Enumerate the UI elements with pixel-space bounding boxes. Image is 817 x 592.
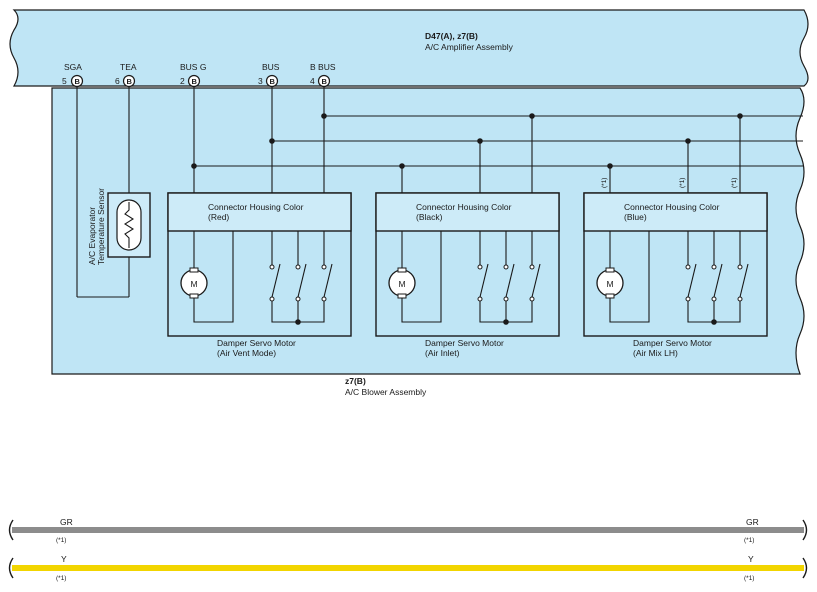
housing-color: (Black) (416, 212, 443, 222)
note-mark: (*1) (601, 178, 608, 188)
housing-label: Connector Housing Color (208, 202, 304, 212)
wire-gr: GR (*1) GR (*1) (8, 517, 808, 544)
motor-letter: M (191, 279, 198, 289)
bus-lines (194, 115, 803, 167)
wire-y: Y (*1) Y (*1) (8, 554, 808, 582)
motor-sub: (Air Inlet) (425, 348, 460, 358)
blower-connector: z7(B) (345, 376, 366, 386)
terminal-circle (187, 74, 201, 88)
wire-note-right: (*1) (744, 537, 754, 544)
wire-code-right: Y (748, 554, 754, 564)
pin-terminals: 5 B 6 B 2 B 3 B 4 B (62, 74, 331, 88)
terminal-letter: B (75, 77, 81, 86)
sensor-label-line2: Temperature Sensor (96, 188, 106, 265)
servo-motor-air-inlet: Connector Housing Color (Black) M Damper… (375, 192, 560, 358)
housing-label: Connector Housing Color (416, 202, 512, 212)
housing-color: (Red) (208, 212, 229, 222)
motor-letter: M (399, 279, 406, 289)
terminal-letter: B (270, 77, 276, 86)
wire-code-right: GR (746, 517, 759, 527)
junction-dots (191, 113, 743, 169)
housing-label: Connector Housing Color (624, 202, 720, 212)
note-mark: (*1) (679, 178, 686, 188)
servo-motor-air-vent-mode: Connector Housing Color (Red) M Damper S… (167, 192, 352, 358)
sensor-label-line1: A/C Evaporator (87, 207, 97, 265)
motor-name: Damper Servo Motor (633, 338, 712, 348)
pin-number: 4 (310, 76, 315, 86)
pin-label-bus: BUS (262, 62, 280, 72)
pin-number: 3 (258, 76, 263, 86)
terminal-circle (265, 74, 279, 88)
temperature-sensor: A/C Evaporator Temperature Sensor (77, 188, 151, 298)
amplifier-panel (9, 9, 809, 87)
wire-code-left: Y (61, 554, 67, 564)
pin-label-tea: TEA (120, 62, 137, 72)
housing-color: (Blue) (624, 212, 647, 222)
pin-label-b-bus: B BUS (310, 62, 336, 72)
terminal-letter: B (322, 77, 328, 86)
pin-labels: SGA TEA BUS G BUS B BUS (64, 62, 336, 72)
wire-note-right: (*1) (744, 575, 754, 582)
motor-name: Damper Servo Motor (217, 338, 296, 348)
pin-label-bus-g: BUS G (180, 62, 206, 72)
terminal-letter: B (127, 77, 133, 86)
wire-code-left: GR (60, 517, 73, 527)
blower-name: A/C Blower Assembly (345, 387, 427, 397)
pin-number: 6 (115, 76, 120, 86)
pin-number: 2 (180, 76, 185, 86)
servo-motor-air-mix-lh: Connector Housing Color (Blue) M Damper … (583, 192, 768, 358)
terminal-letter: B (192, 77, 198, 86)
pin-label-sga: SGA (64, 62, 82, 72)
amplifier-name: A/C Amplifier Assembly (425, 42, 514, 52)
terminal-circle (122, 74, 136, 88)
pin-number: 5 (62, 76, 67, 86)
note-mark: (*1) (731, 178, 738, 188)
motor-sub: (Air Mix LH) (633, 348, 678, 358)
terminal-circle (317, 74, 331, 88)
amplifier-connector: D47(A), z7(B) (425, 31, 478, 41)
motor-letter: M (607, 279, 614, 289)
wire-note-left: (*1) (56, 537, 66, 544)
motor-feeds (401, 116, 741, 193)
note-marks: (*1) (*1) (*1) (601, 178, 738, 188)
terminal-circle (70, 74, 84, 88)
motor-name: Damper Servo Motor (425, 338, 504, 348)
motor-sub: (Air Vent Mode) (217, 348, 276, 358)
wire-note-left: (*1) (56, 575, 66, 582)
